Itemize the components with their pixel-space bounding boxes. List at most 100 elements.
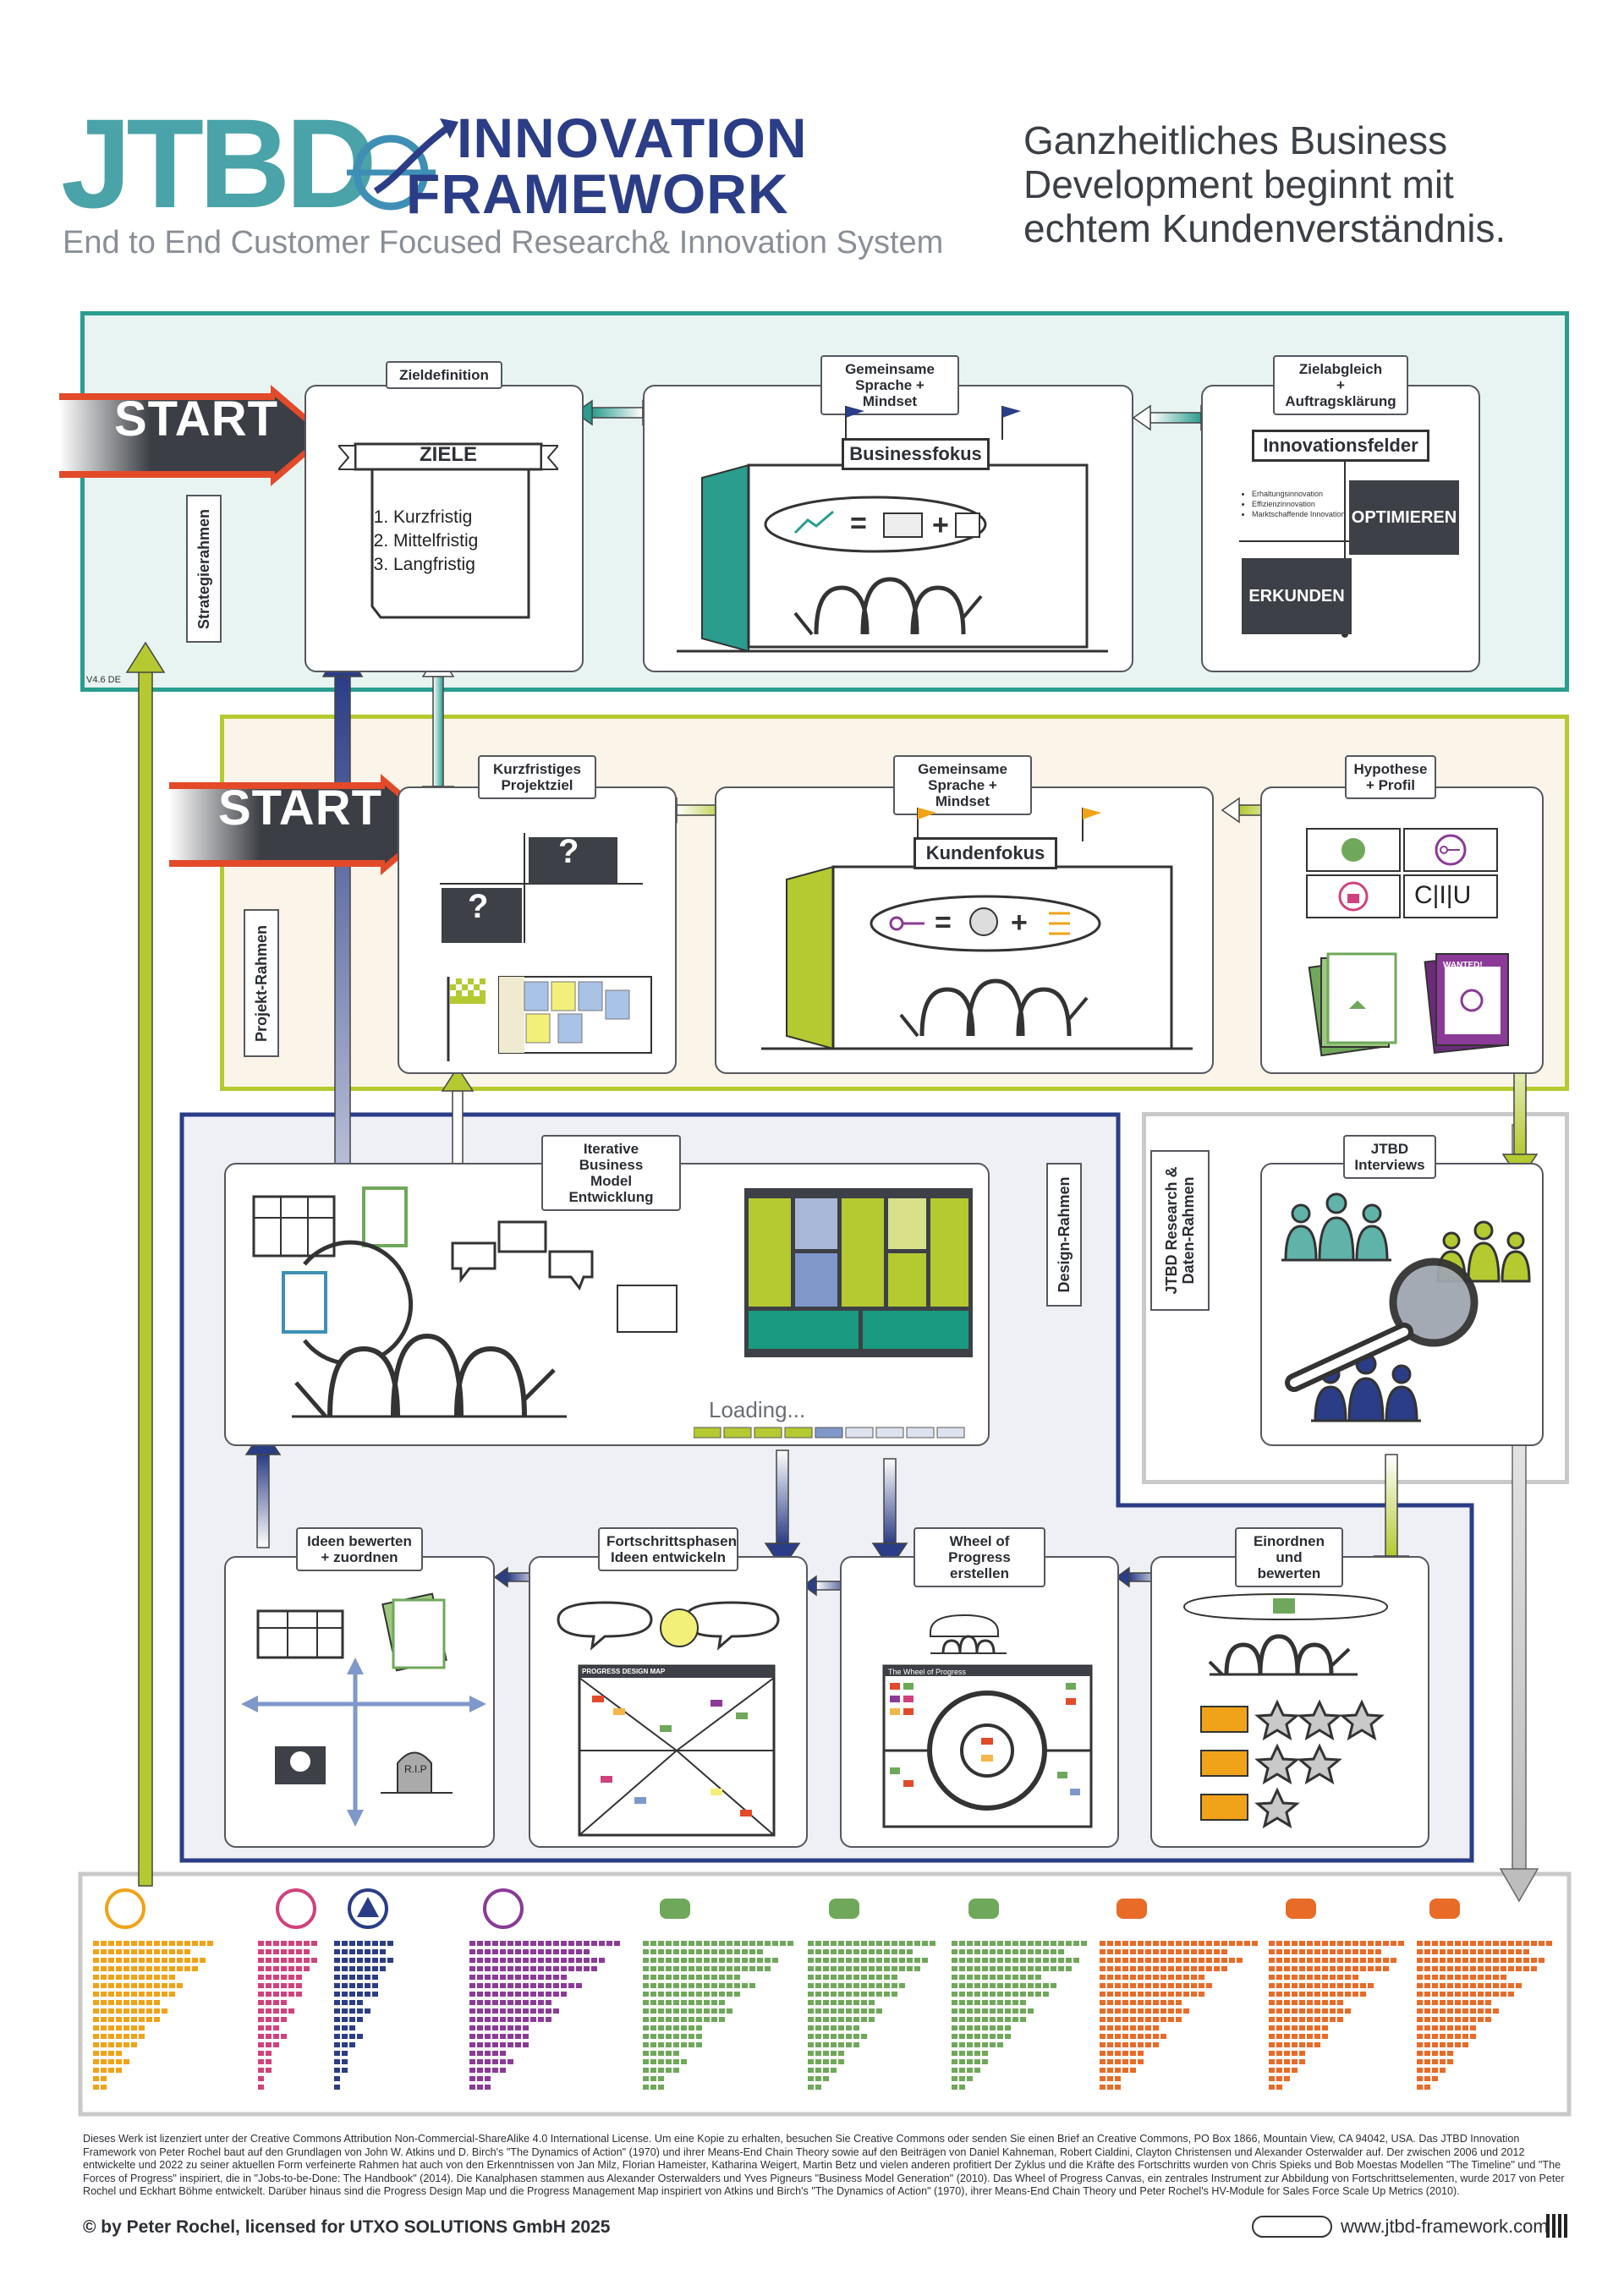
- strip-cell: [1322, 1975, 1328, 1980]
- strip-cell: [823, 2042, 829, 2047]
- strip-cell: [884, 1949, 890, 1954]
- strip-cell: [553, 1941, 559, 1946]
- strip-cell: [666, 2000, 672, 2005]
- strip-cell: [568, 1958, 574, 1963]
- strip-cell: [1191, 1992, 1197, 1997]
- strip-cell: [1122, 1983, 1128, 1988]
- strip-cell: [749, 1983, 755, 1988]
- strip-cell: [742, 1958, 748, 1963]
- strip-cell: [154, 1958, 160, 1963]
- strip-cell: [1153, 2034, 1159, 2039]
- strip-cell: [515, 2034, 521, 2039]
- strip-cell: [492, 2042, 498, 2047]
- strip-cell: [719, 2008, 725, 2014]
- strip-cell: [492, 1992, 498, 1997]
- strip-cell: [1160, 1975, 1166, 1980]
- strip-cell: [372, 1975, 378, 1980]
- strip-cell: [696, 1949, 702, 1954]
- strip-cell: [681, 2059, 687, 2064]
- strip-cell: [967, 1992, 973, 1997]
- strip-cell: [101, 2017, 107, 2022]
- strip-cell: [704, 2000, 710, 2005]
- strip-cell: [1345, 1992, 1351, 1997]
- strip-cell: [342, 1958, 348, 1963]
- strip-cell: [1424, 2025, 1430, 2030]
- strip-cell: [349, 2017, 355, 2022]
- strip-cell: [1307, 1958, 1313, 1963]
- strip-cell: [1122, 2034, 1128, 2039]
- strip-cell: [1299, 1949, 1305, 1954]
- strip-cell: [982, 2051, 988, 2056]
- strip-cell: [1462, 2017, 1468, 2022]
- strip-cell: [1424, 1949, 1430, 1954]
- strip-cell: [952, 2042, 957, 2047]
- strip-cell: [1107, 1992, 1113, 1997]
- strip-cell: [869, 2008, 875, 2014]
- strip-cell: [952, 1941, 957, 1946]
- strip-cell: [1531, 1941, 1537, 1946]
- strip-cell: [1447, 2017, 1453, 2022]
- strip-cell: [1470, 2000, 1476, 2005]
- strip-cell: [561, 1949, 567, 1954]
- strip-cell: [846, 2017, 852, 2022]
- strip-cell: [658, 2034, 664, 2039]
- strip-cell: [666, 2059, 672, 2064]
- strip-cell: [123, 1992, 129, 1997]
- strip-cell: [93, 1975, 99, 1980]
- strip-cell: [711, 2008, 717, 2014]
- strip-cell: [650, 1949, 656, 1954]
- strip-cell: [704, 2008, 710, 2014]
- strip-cell: [1145, 1975, 1151, 1980]
- strip-cell: [1307, 2008, 1313, 2014]
- strip-cell: [1501, 1983, 1506, 1988]
- strip-cell: [357, 1983, 363, 1988]
- strip-cell: [553, 1966, 559, 1971]
- strip-cell: [1237, 1958, 1243, 1963]
- strip-cell: [1005, 2017, 1011, 2022]
- strip-cell: [1269, 2076, 1275, 2081]
- strip-cell: [1107, 2042, 1113, 2047]
- strip-cell: [349, 1992, 355, 1997]
- strip-cell: [1447, 1949, 1453, 1954]
- strip-cell: [1199, 1992, 1204, 1997]
- copyright: © by Peter Rochel, licensed for UTXO SOL…: [83, 2217, 611, 2237]
- strip-cell: [1432, 2068, 1438, 2073]
- strip-cell: [892, 1949, 897, 1954]
- strip-cell: [342, 2042, 348, 2047]
- start-label-project: START: [218, 781, 383, 836]
- website-link[interactable]: www.jtbd-framework.com: [1341, 2216, 1549, 2237]
- strip-cell: [508, 2000, 513, 2005]
- strip-cell: [1058, 1949, 1064, 1954]
- strip-cell: [757, 1966, 763, 1971]
- strip-cell: [1417, 1983, 1423, 1988]
- strip-cell: [734, 1975, 740, 1980]
- strip-cell: [1168, 1949, 1174, 1954]
- strip-cell: [477, 2059, 483, 2064]
- strip-cell: [1276, 2051, 1282, 2056]
- strip-cell: [546, 1958, 551, 1963]
- strip-cell: [1493, 1983, 1499, 1988]
- strip-cell: [658, 1983, 664, 1988]
- strip-cell: [1391, 1941, 1396, 1946]
- strip-cell: [273, 1975, 279, 1980]
- innovation-type: Effizienzinnovation: [1252, 499, 1345, 509]
- strip-cell: [500, 1949, 506, 1954]
- strip-cell: [952, 2059, 957, 2064]
- strip-cell: [546, 1992, 551, 1997]
- strip-cell: [1352, 1958, 1358, 1963]
- strip-cell: [1299, 2000, 1305, 2005]
- strip-cell: [1493, 1966, 1499, 1971]
- strip-cell: [1440, 2034, 1446, 2039]
- strip-cell: [959, 1949, 965, 1954]
- strip-cell: [1417, 1941, 1423, 1946]
- strip-cell: [108, 2017, 114, 2022]
- strip-cell: [523, 1966, 529, 1971]
- strip-cell: [1417, 2076, 1423, 2081]
- strip-cell: [1107, 1958, 1113, 1963]
- strip-cell: [650, 1975, 656, 1980]
- strip-cell: [1424, 2042, 1430, 2047]
- strip-cell: [650, 2025, 656, 2030]
- strip-cell: [1314, 2008, 1320, 2014]
- strip-cell: [658, 2076, 664, 2081]
- strip-cell: [93, 2017, 99, 2022]
